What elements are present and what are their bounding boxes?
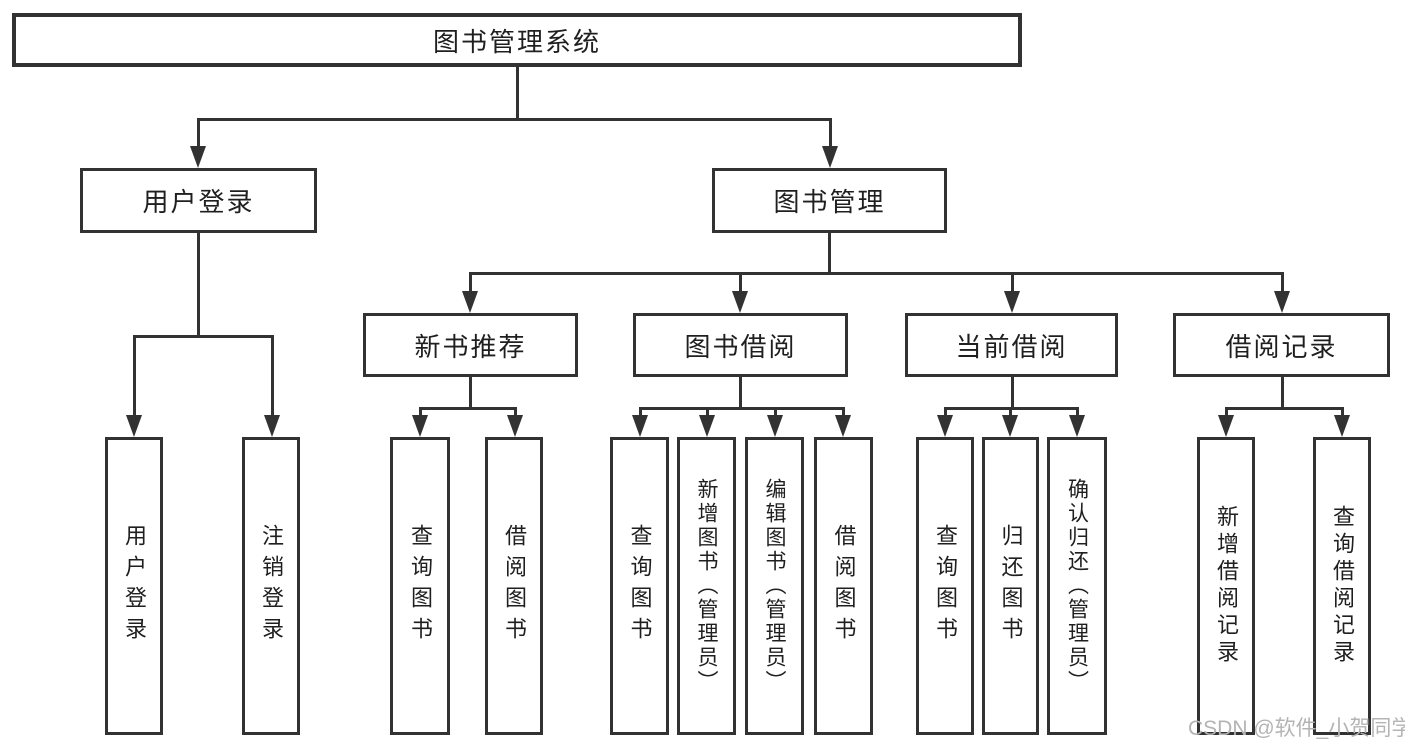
connector-leaf-stub: [842, 407, 845, 419]
node-borrow-records: 借阅记录: [1173, 313, 1390, 377]
connector-leaf-stub: [944, 407, 947, 419]
connector-borrow-records-horizontal: [1225, 407, 1343, 410]
connector-leaf-stub: [706, 407, 709, 419]
node-label: 图书管理系统: [432, 26, 601, 57]
leaf-user-login: 用户登录: [105, 437, 163, 735]
csdn-watermark: CSDN @软件_小贺同学: [1188, 717, 1405, 740]
connector-to-leaf-user-login: [133, 335, 136, 419]
connector-new-book-horizontal: [419, 407, 517, 410]
connector-root-vertical: [516, 65, 519, 119]
leaf-label: 用户登录: [122, 524, 147, 648]
connector-to-current-borrow: [1011, 272, 1014, 295]
leaf-label: 查询图书: [627, 524, 653, 648]
leaf-label: 查询借阅记录: [1330, 505, 1355, 667]
leaf-return-books: 归还图书: [982, 437, 1039, 735]
node-book-management: 图书管理: [712, 168, 947, 233]
leaf-label: 查询图书: [408, 524, 433, 648]
leaf-query-books-recommend: 查询图书: [390, 437, 450, 735]
connector-leaf-stub: [514, 407, 517, 419]
leaf-edit-book-admin: 编辑图书（管理员）: [745, 437, 804, 735]
connector-user-login-horizontal: [133, 335, 274, 338]
arrowhead: [699, 415, 715, 437]
connector-borrow-records-vertical: [1281, 377, 1284, 407]
connector-book-management-vertical: [828, 233, 831, 272]
connector-to-leaf-logout: [271, 335, 274, 419]
arrowhead: [1274, 291, 1290, 313]
connector-leaf-stub: [774, 407, 777, 419]
arrowhead: [937, 415, 953, 437]
leaf-label: 编辑图书（管理员）: [763, 478, 786, 694]
leaf-add-borrow-record: 新增借阅记录: [1197, 437, 1255, 735]
connector-to-borrow-records: [1281, 272, 1284, 295]
arrowhead: [462, 291, 478, 313]
leaf-label: 归还图书: [998, 524, 1024, 648]
leaf-label: 借阅图书: [502, 524, 527, 648]
arrowhead: [412, 415, 428, 437]
node-label: 用户登录: [142, 187, 255, 217]
connector-leaf-stub: [639, 407, 642, 419]
arrowhead: [632, 415, 648, 437]
leaf-label: 注销登录: [259, 524, 284, 648]
arrowhead: [1069, 415, 1085, 437]
leaf-label: 新增借阅记录: [1214, 505, 1239, 667]
node-label: 图书管理: [773, 187, 886, 217]
connector-to-user-login: [197, 118, 200, 150]
leaf-query-borrow-record: 查询借阅记录: [1313, 437, 1371, 735]
arrowhead: [1334, 415, 1350, 437]
leaf-borrow-books-borrow: 借阅图书: [814, 437, 873, 735]
connector-leaf-stub: [1225, 407, 1228, 419]
node-label: 图书借阅: [684, 331, 797, 362]
node-new-book-recommend: 新书推荐: [363, 313, 578, 377]
connector-user-login-vertical: [197, 233, 200, 335]
connector-to-new-book: [469, 272, 472, 295]
connector-book-borrow-horizontal: [639, 407, 845, 410]
leaf-label: 确认归还（管理员）: [1065, 478, 1089, 694]
arrowhead: [507, 415, 523, 437]
arrowhead: [1004, 291, 1020, 313]
connector-leaf-stub: [1009, 407, 1012, 419]
connector-leaf-stub: [1341, 407, 1344, 419]
connector-new-book-vertical: [469, 377, 472, 407]
node-label: 借阅记录: [1225, 331, 1338, 362]
connector-leaf-stub: [419, 407, 422, 419]
node-book-borrow: 图书借阅: [633, 313, 848, 377]
arrowhead: [126, 415, 142, 437]
node-user-login: 用户登录: [80, 168, 317, 233]
connector-current-borrow-vertical: [1011, 377, 1014, 407]
node-library-management-system: 图书管理系统: [12, 13, 1022, 67]
node-current-borrow: 当前借阅: [905, 313, 1118, 377]
leaf-label: 新增图书（管理员）: [695, 478, 718, 694]
arrowhead: [822, 146, 838, 168]
arrowhead: [835, 415, 851, 437]
connector-leaf-stub: [1076, 407, 1079, 419]
leaf-label: 借阅图书: [831, 524, 857, 648]
leaf-query-books-current: 查询图书: [916, 437, 974, 735]
arrowhead: [767, 415, 783, 437]
arrowhead: [264, 415, 280, 437]
leaf-logout: 注销登录: [242, 437, 300, 735]
arrowhead: [732, 291, 748, 313]
node-label: 新书推荐: [414, 331, 527, 362]
arrowhead: [1002, 415, 1018, 437]
leaf-add-book-admin: 新增图书（管理员）: [677, 437, 736, 735]
leaf-borrow-books-recommend: 借阅图书: [485, 437, 543, 735]
leaf-label: 查询图书: [933, 524, 958, 648]
arrowhead: [1218, 415, 1234, 437]
connector-to-book-management: [829, 118, 832, 150]
arrowhead: [190, 146, 206, 168]
node-label: 当前借阅: [955, 331, 1068, 362]
connector-level1-horizontal: [197, 118, 832, 121]
connector-to-book-borrow: [739, 272, 742, 295]
connector-level3-horizontal: [469, 272, 1283, 275]
connector-book-borrow-vertical: [739, 377, 742, 407]
leaf-confirm-return-admin: 确认归还（管理员）: [1047, 437, 1107, 735]
leaf-query-books-borrow: 查询图书: [610, 437, 669, 735]
